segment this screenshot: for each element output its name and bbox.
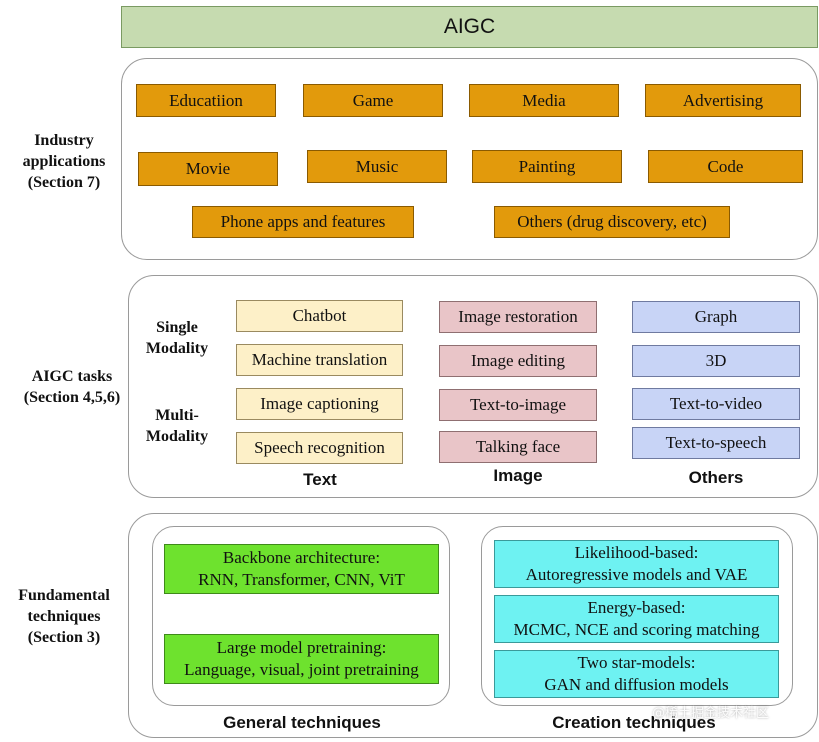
image-task: Text-to-image xyxy=(439,389,597,421)
title-bar: AIGC xyxy=(121,6,818,48)
title-text: AIGC xyxy=(443,15,496,38)
text-column-title: Text xyxy=(303,470,337,489)
image-task: Image editing xyxy=(439,345,597,377)
industry-item: Code xyxy=(648,150,803,183)
industry-item: Music xyxy=(307,150,447,183)
industry-label: Industry applications (Section 7) xyxy=(22,132,106,191)
others-task: Text-to-video xyxy=(632,388,800,420)
industry-item: Painting xyxy=(472,150,622,183)
industry-item: Educatiion xyxy=(136,84,276,117)
text-task: Chatbot xyxy=(236,300,403,332)
text-task: Speech recognition xyxy=(236,432,403,464)
image-column-title: Image xyxy=(493,466,543,485)
others-task: Text-to-speech xyxy=(632,427,800,459)
multi-modality-label: Multi- Modality xyxy=(145,407,209,445)
industry-item: Movie xyxy=(138,152,278,186)
industry-item: Game xyxy=(303,84,443,117)
text-task: Machine translation xyxy=(236,344,403,376)
fundamental-label: Fundamental techniques (Section 3) xyxy=(18,587,110,646)
industry-item: Phone apps and features xyxy=(192,206,414,238)
watermark: @稀土掘金技术社区 xyxy=(652,706,770,721)
creation-technique: Likelihood-based: Autoregressive models … xyxy=(494,540,779,588)
others-task: 3D xyxy=(632,345,800,377)
general-techniques-title: General techniques xyxy=(223,713,381,732)
text-task: Image captioning xyxy=(236,388,403,420)
image-task: Image restoration xyxy=(439,301,597,333)
general-technique: Large model pretraining: Language, visua… xyxy=(164,634,439,684)
creation-technique: Energy-based: MCMC, NCE and scoring matc… xyxy=(494,595,779,643)
others-task: Graph xyxy=(632,301,800,333)
creation-techniques-title: Creation techniques xyxy=(552,713,716,732)
single-modality-label: Single Modality xyxy=(145,319,209,357)
tasks-label: AIGC tasks (Section 4,5,6) xyxy=(23,368,121,406)
others-column-title: Others xyxy=(688,468,744,487)
creation-technique: Two star-models: GAN and diffusion model… xyxy=(494,650,779,698)
general-technique: Backbone architecture: RNN, Transformer,… xyxy=(164,544,439,594)
industry-item: Others (drug discovery, etc) xyxy=(494,206,730,238)
industry-item: Media xyxy=(469,84,619,117)
image-task: Talking face xyxy=(439,431,597,463)
industry-item: Advertising xyxy=(645,84,801,117)
